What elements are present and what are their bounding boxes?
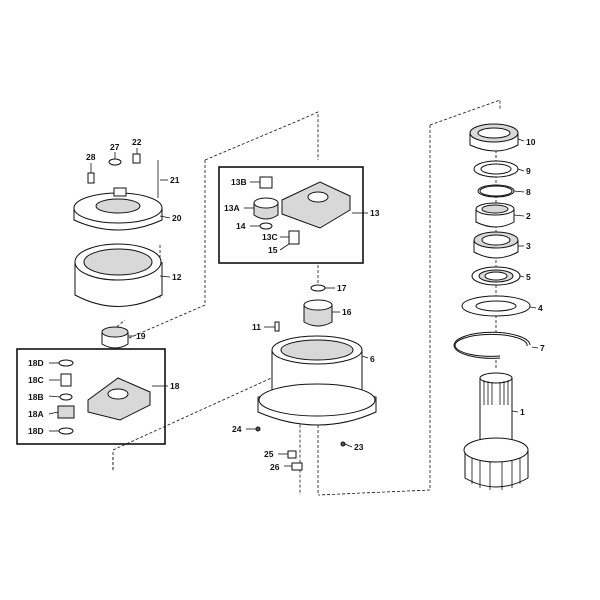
gear-18a <box>57 405 75 419</box>
label-18b: 18B <box>28 392 44 402</box>
carrier-13 <box>281 181 351 229</box>
label-14: 14 <box>236 221 246 231</box>
label-12: 12 <box>172 272 182 282</box>
label-26: 26 <box>270 462 280 472</box>
label-28: 28 <box>86 152 96 162</box>
label-15: 15 <box>268 245 278 255</box>
snap-ring-7 <box>453 331 531 359</box>
pinion-shaft-1 <box>463 372 529 490</box>
label-13b: 13B <box>231 177 247 187</box>
label-2: 2 <box>526 211 531 221</box>
label-16: 16 <box>342 307 352 317</box>
washer-27 <box>108 158 122 166</box>
label-13: 13 <box>370 208 380 218</box>
fitting-25 <box>287 450 297 459</box>
sun-gear-16 <box>303 299 333 327</box>
label-7: 7 <box>540 343 545 353</box>
plug-24 <box>255 426 261 432</box>
callout-labels: 10 9 8 2 3 5 4 7 1 28 27 22 21 20 12 19 … <box>28 137 545 472</box>
washer-17 <box>310 284 326 292</box>
label-6: 6 <box>370 354 375 364</box>
alignment-lines <box>112 99 501 496</box>
pin-18c <box>60 373 72 387</box>
label-4: 4 <box>538 303 543 313</box>
bearing-10 <box>469 123 519 152</box>
carrier-18 <box>87 377 151 421</box>
housing-6 <box>257 335 377 426</box>
leader-lines <box>48 138 539 467</box>
assembly-box-13 <box>218 166 364 264</box>
label-27: 27 <box>110 142 120 152</box>
label-18d-top: 18D <box>28 358 44 368</box>
bolt-28 <box>87 172 95 184</box>
plate-4 <box>461 295 531 317</box>
pin-13b <box>259 176 273 189</box>
label-23: 23 <box>354 442 364 452</box>
plug-23 <box>340 441 346 447</box>
label-18: 18 <box>170 381 180 391</box>
label-18c: 18C <box>28 375 44 385</box>
label-21: 21 <box>170 175 180 185</box>
assembly-box-18 <box>16 348 166 445</box>
ring-9 <box>473 160 519 178</box>
gear-13a <box>253 197 279 220</box>
washer-18d-bottom <box>58 427 74 435</box>
label-9: 9 <box>526 166 531 176</box>
gear-19 <box>101 326 129 349</box>
plug-22 <box>132 153 141 164</box>
ring-gear-12 <box>74 243 163 307</box>
label-13a: 13A <box>224 203 240 213</box>
part-18b <box>59 393 73 401</box>
label-11: 11 <box>252 322 261 332</box>
label-3: 3 <box>526 241 531 251</box>
pin-11 <box>274 321 280 332</box>
sleeve-2 <box>475 202 515 228</box>
label-22: 22 <box>132 137 142 147</box>
label-18a: 18A <box>28 409 44 419</box>
label-24: 24 <box>232 424 242 434</box>
seal-5 <box>471 266 521 286</box>
label-13c: 13C <box>262 232 278 242</box>
label-10: 10 <box>526 137 536 147</box>
cover-20 <box>73 187 163 231</box>
label-5: 5 <box>526 272 531 282</box>
pin-13c <box>288 230 300 245</box>
label-1: 1 <box>520 407 525 417</box>
label-8: 8 <box>526 187 531 197</box>
bearing-3 <box>473 231 519 259</box>
washer-14 <box>259 222 273 230</box>
washer-18d-top <box>58 359 74 367</box>
label-17: 17 <box>337 283 347 293</box>
label-18d-bottom: 18D <box>28 426 44 436</box>
fitting-26 <box>291 462 303 471</box>
snap-ring-8 <box>477 184 515 198</box>
label-25: 25 <box>264 449 274 459</box>
label-19: 19 <box>136 331 146 341</box>
label-20: 20 <box>172 213 182 223</box>
